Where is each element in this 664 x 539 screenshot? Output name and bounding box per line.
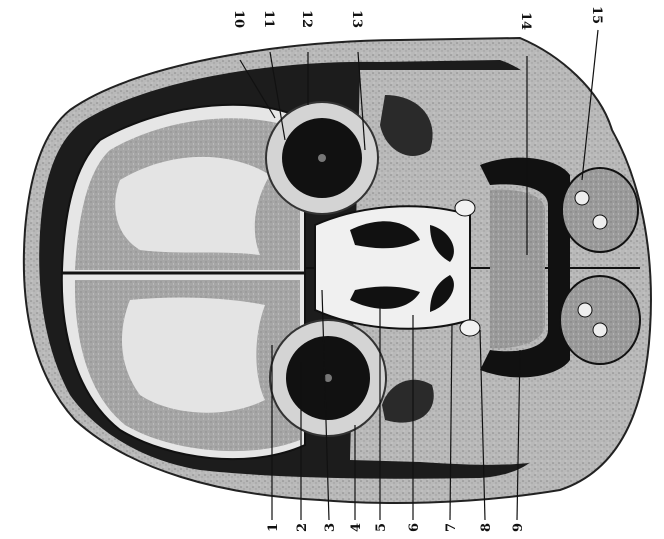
label-12: 12 bbox=[299, 10, 314, 28]
mandible-upper bbox=[562, 168, 638, 252]
foramen-b bbox=[460, 320, 480, 336]
label-6: 6 bbox=[407, 523, 422, 532]
label-5: 5 bbox=[374, 523, 389, 532]
white-matter-lower bbox=[122, 298, 265, 413]
mandible-lower bbox=[560, 276, 640, 364]
white-matter-upper bbox=[115, 157, 270, 255]
label-1: 1 bbox=[266, 523, 281, 532]
label-9: 9 bbox=[511, 523, 526, 532]
tooth-upper-b bbox=[593, 215, 607, 229]
label-2: 2 bbox=[295, 523, 310, 532]
eyeball-upper-lens bbox=[318, 154, 326, 162]
label-3: 3 bbox=[323, 523, 338, 532]
tooth-upper-a bbox=[575, 191, 589, 205]
tooth-lower-b bbox=[593, 323, 607, 337]
label-14: 14 bbox=[518, 12, 533, 30]
label-13: 13 bbox=[349, 10, 364, 28]
tooth-lower-a bbox=[578, 303, 592, 317]
foramen-a bbox=[455, 200, 475, 216]
label-4: 4 bbox=[349, 523, 364, 532]
label-8: 8 bbox=[479, 523, 494, 532]
label-10: 10 bbox=[231, 10, 246, 28]
labels-top: 10 11 12 13 14 15 bbox=[231, 6, 604, 30]
label-11: 11 bbox=[261, 10, 276, 28]
labels-bottom: 1 2 3 4 5 6 7 8 9 bbox=[266, 523, 526, 532]
label-7: 7 bbox=[444, 523, 459, 532]
tongue bbox=[490, 190, 545, 349]
label-15: 15 bbox=[589, 6, 604, 24]
